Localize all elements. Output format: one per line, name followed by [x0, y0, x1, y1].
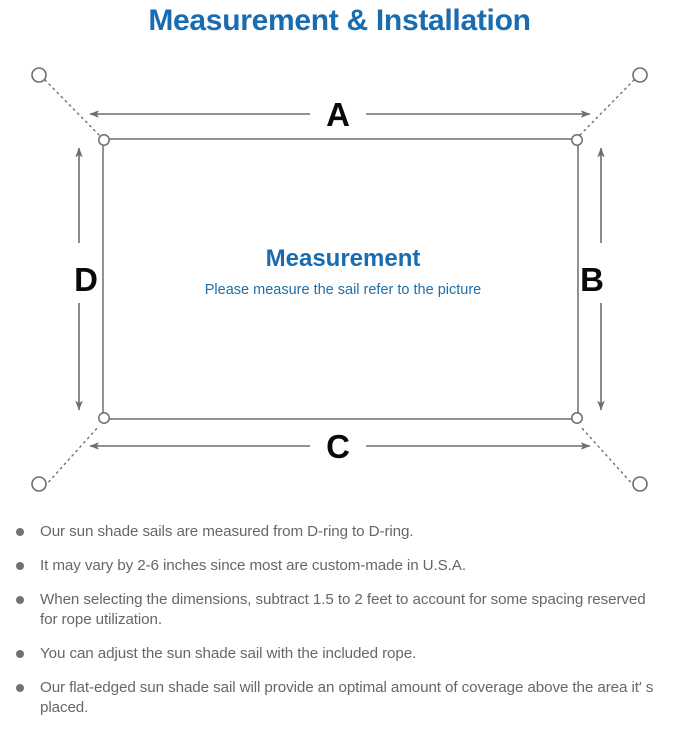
- dimension-label-b: B: [580, 261, 604, 298]
- dimension-label-a: A: [326, 96, 350, 133]
- d-ring-bottom-left-icon: [98, 412, 110, 424]
- anchor-bottom-left-icon: [31, 476, 47, 492]
- d-ring-top-left-icon: [98, 134, 110, 146]
- list-item: It may vary by 2-6 inches since most are…: [12, 556, 665, 576]
- sail-center-subheading: Please measure the sail refer to the pic…: [205, 282, 481, 298]
- rope-top-left: [44, 79, 100, 136]
- bullet-icon: [16, 562, 24, 570]
- bullet-icon: [16, 650, 24, 658]
- list-item: Our flat-edged sun shade sail will provi…: [12, 678, 665, 718]
- d-ring-bottom-right-icon: [571, 412, 583, 424]
- page-title: Measurement & Installation: [148, 4, 531, 37]
- sail-diagram-svg: A B C D Measurement Please measure the s…: [31, 67, 648, 492]
- measurement-diagram: A B C D Measurement Please measure the s…: [0, 48, 679, 518]
- rope-bottom-right: [579, 425, 635, 487]
- note-text: When selecting the dimensions, subtract …: [40, 591, 646, 628]
- dimension-arrows: [75, 110, 605, 450]
- rope-lines: [44, 79, 635, 487]
- list-item: When selecting the dimensions, subtract …: [12, 590, 665, 630]
- anchor-points: [31, 67, 648, 492]
- anchor-top-left-icon: [31, 67, 47, 83]
- dimension-label-d: D: [74, 261, 98, 298]
- notes-list: Our sun shade sails are measured from D-…: [0, 522, 679, 732]
- d-rings: [98, 134, 583, 424]
- sail-center-heading: Measurement: [266, 245, 421, 272]
- dimension-label-c: C: [326, 428, 350, 465]
- note-text: It may vary by 2-6 inches since most are…: [40, 557, 466, 574]
- sail-rectangle: [102, 138, 579, 420]
- anchor-top-right-icon: [632, 67, 648, 83]
- list-item: You can adjust the sun shade sail with t…: [12, 644, 665, 664]
- d-ring-top-right-icon: [571, 134, 583, 146]
- note-text: Our flat-edged sun shade sail will provi…: [40, 679, 654, 716]
- note-text: Our sun shade sails are measured from D-…: [40, 523, 414, 540]
- rope-top-right: [579, 79, 635, 136]
- bullet-icon: [16, 528, 24, 536]
- rope-bottom-left: [44, 425, 100, 487]
- anchor-bottom-right-icon: [632, 476, 648, 492]
- bullet-icon: [16, 596, 24, 604]
- list-item: Our sun shade sails are measured from D-…: [12, 522, 665, 542]
- bullet-icon: [16, 684, 24, 692]
- note-text: You can adjust the sun shade sail with t…: [40, 645, 417, 662]
